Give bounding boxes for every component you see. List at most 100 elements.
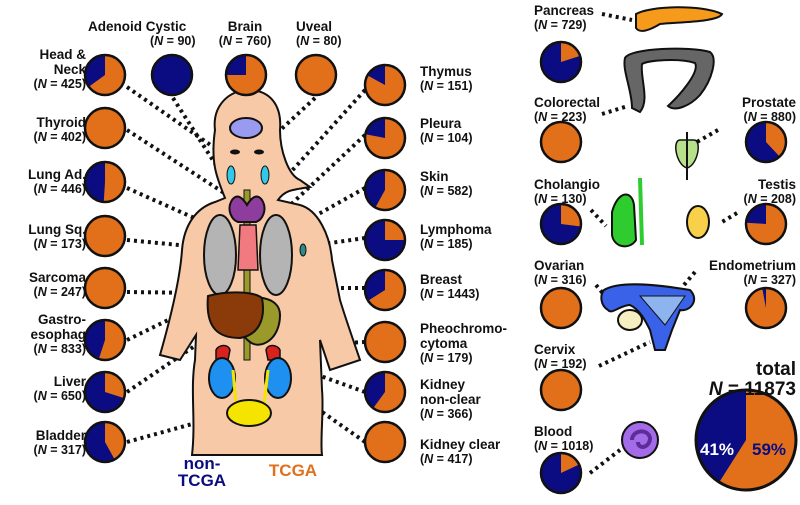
pie-outline xyxy=(539,368,583,412)
pie-slice-tcga xyxy=(368,270,406,310)
eye-left xyxy=(230,149,240,155)
label-sarcoma: Sarcoma(N = 247) xyxy=(28,270,86,299)
pie-slice-tcga xyxy=(85,216,125,256)
pie-slice-non-tcga xyxy=(152,55,192,95)
pie-pleura xyxy=(363,116,407,160)
adrenal-left xyxy=(215,344,231,361)
pie-slice-tcga xyxy=(541,288,581,328)
connector-line xyxy=(601,104,629,116)
label-cholangio: Cholangio(N = 130) xyxy=(534,177,600,206)
pie-outline xyxy=(539,40,583,84)
bile-duct xyxy=(638,177,644,246)
body-silhouette xyxy=(158,88,362,456)
pie-outline xyxy=(83,160,127,204)
pancreas-organ xyxy=(635,6,724,32)
pie-outline xyxy=(363,320,407,364)
pie-blood xyxy=(539,451,583,495)
pie-outline xyxy=(83,370,127,414)
pie-pheochromocytoma xyxy=(363,320,407,364)
pie-kidney-clear xyxy=(363,420,407,464)
pie-outline xyxy=(363,168,407,212)
pie-outline xyxy=(224,53,268,97)
salivary-gland-left xyxy=(226,165,236,185)
kidney-left xyxy=(208,357,236,399)
pie-gastro-esophag xyxy=(83,318,127,362)
pie-lymphoma xyxy=(363,218,407,262)
pie-kidney-non-clear xyxy=(363,370,407,414)
pie-sarcoma xyxy=(83,266,127,310)
connector-line xyxy=(283,133,367,212)
label-thymus: Thymus(N = 151) xyxy=(420,64,473,93)
connector-line xyxy=(126,186,211,227)
label-ovarian: Ovarian(N = 316) xyxy=(534,258,587,287)
thymus-organ xyxy=(237,224,259,271)
pie-slice-tcga xyxy=(373,372,405,412)
pie-outline xyxy=(83,214,127,258)
label-gastroesophag: Gastro-esophag(N = 833) xyxy=(30,312,86,356)
label-lung-sq: Lung Sq.(N = 173) xyxy=(28,222,86,251)
colon-organ xyxy=(623,47,715,114)
ovary-organ xyxy=(617,309,643,331)
pie-head-neck xyxy=(83,53,127,97)
lymph-node xyxy=(299,243,307,257)
pie-pancreas xyxy=(539,40,583,84)
label-testis: Testis(N = 208) xyxy=(743,177,796,206)
pie-outline xyxy=(539,120,583,164)
pie-outline xyxy=(694,388,798,492)
label-breast: Breast(N = 1443) xyxy=(420,272,480,301)
pie-outline xyxy=(150,53,194,97)
label-skin: Skin(N = 582) xyxy=(420,169,473,198)
ureters xyxy=(231,369,270,406)
pie-slice-tcga xyxy=(561,42,581,62)
pie-thymus xyxy=(363,63,407,107)
pie-slice-tcga xyxy=(103,162,125,202)
label-head-neck: Head &Neck(N = 425) xyxy=(33,47,86,91)
pie-slice-tcga xyxy=(561,204,581,227)
pie-outline xyxy=(363,268,407,312)
pie-liver xyxy=(83,370,127,414)
pie-outline xyxy=(744,202,788,246)
pie-outline xyxy=(539,286,583,330)
connector-line xyxy=(598,340,651,368)
blood-cell-nucleus xyxy=(630,429,653,449)
pie-slice-tcga xyxy=(105,422,125,460)
pie-outline xyxy=(539,202,583,246)
thyroid-organ xyxy=(228,195,266,223)
label-kidney-clear: Kidney clear(N = 417) xyxy=(420,437,501,466)
pie-slice-tcga xyxy=(85,268,125,308)
legend-non-tcga: non-TCGA xyxy=(177,454,227,490)
pie-thyroid xyxy=(83,106,127,150)
label-adenoid-cystic: Adenoid Cystic(N = 90) xyxy=(88,19,196,48)
human-body xyxy=(158,88,362,456)
label-pheochromocytoma: Pheochromo-cytoma(N = 179) xyxy=(420,321,508,365)
pie-slice-tcga xyxy=(375,170,406,210)
label-colorectal: Colorectal(N = 223) xyxy=(534,95,601,124)
label-lung-ad: Lung Ad.(N = 446) xyxy=(28,167,86,196)
pie-outline xyxy=(83,106,127,150)
label-liver: Liver(N = 650) xyxy=(33,374,86,403)
pie-slice-tcga xyxy=(541,122,581,162)
pie-outline xyxy=(363,116,407,160)
pie-breast xyxy=(363,268,407,312)
label-pancreas: Pancreas(N = 729) xyxy=(534,3,595,32)
label-cervix: Cervix(N = 192) xyxy=(534,342,587,371)
blood-cell xyxy=(621,421,659,459)
label-endometrium: Endometrium(N = 327) xyxy=(708,258,796,287)
pie-outline xyxy=(83,266,127,310)
esophagus xyxy=(243,189,251,361)
connector-line xyxy=(588,448,622,475)
connector-line xyxy=(589,208,608,228)
pie-outline xyxy=(363,420,407,464)
pie-outline xyxy=(83,420,127,464)
label-brain: Brain(N = 760) xyxy=(218,19,272,48)
connector-line xyxy=(303,398,367,444)
total-tcga-pct: 59% xyxy=(752,440,787,459)
pie-slice-tcga xyxy=(385,220,405,240)
pie-outline xyxy=(539,451,583,495)
salivary-gland-right xyxy=(260,165,270,185)
label-uveal: Uveal(N = 80) xyxy=(296,19,342,48)
